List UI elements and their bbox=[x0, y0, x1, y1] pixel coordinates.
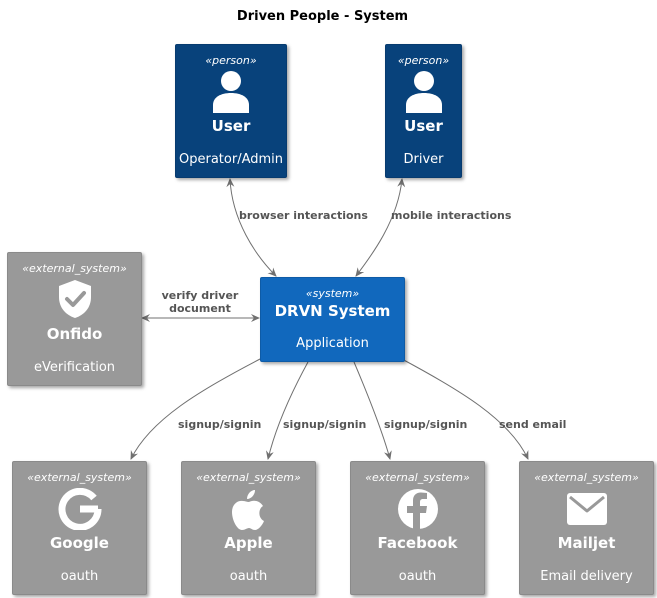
node-drvn-stereotype: «system» bbox=[305, 287, 360, 300]
edge-label-google: signup/signin bbox=[178, 418, 262, 431]
envelope-icon bbox=[566, 493, 607, 525]
node-google[interactable]: «external_system» Google oauth bbox=[12, 461, 147, 595]
node-mailjet-stereotype: «external_system» bbox=[534, 471, 639, 484]
shield-check-icon bbox=[58, 280, 91, 318]
node-admin-description: Operator/Admin bbox=[179, 152, 283, 167]
edge-drvn-google bbox=[130, 357, 263, 460]
node-apple-stereotype: «external_system» bbox=[196, 471, 301, 484]
facebook-icon bbox=[397, 489, 438, 530]
node-apple-description: oauth bbox=[229, 569, 268, 584]
node-drvn-description: Application bbox=[296, 336, 369, 351]
node-facebook[interactable]: «external_system» Facebook oauth bbox=[350, 461, 485, 595]
diagram-title: Driven People - System bbox=[236, 9, 409, 24]
node-facebook-stereotype: «external_system» bbox=[365, 471, 470, 484]
node-driver-name: User bbox=[404, 117, 443, 135]
node-google-description: oauth bbox=[60, 569, 99, 584]
node-admin-stereotype: «person» bbox=[205, 54, 257, 67]
edge-label-verify-line1: verify driver bbox=[161, 289, 239, 302]
apple-icon bbox=[231, 490, 264, 530]
person-icon bbox=[405, 71, 442, 113]
node-driver-stereotype: «person» bbox=[397, 54, 450, 67]
node-onfido[interactable]: «external_system» Onfido eVerification bbox=[7, 252, 142, 386]
node-google-name: Google bbox=[50, 534, 109, 552]
edge-drvn-facebook bbox=[353, 361, 392, 460]
node-admin[interactable]: «person» User Operator/Admin bbox=[175, 44, 287, 178]
person-icon bbox=[213, 71, 249, 113]
node-mailjet-description: Email delivery bbox=[540, 569, 633, 584]
edge-label-mobile: mobile interactions bbox=[391, 209, 512, 222]
node-apple-name: Apple bbox=[224, 534, 273, 552]
node-apple[interactable]: «external_system» Apple oauth bbox=[181, 461, 316, 595]
edge-label-verify-line2: document bbox=[169, 302, 231, 315]
edge-label-mailjet: send email bbox=[499, 418, 567, 431]
edge-label-verify: verify driver document bbox=[150, 289, 250, 315]
edge-drvn-mailjet bbox=[399, 357, 529, 460]
node-mailjet[interactable]: «external_system» Mailjet Email delivery bbox=[519, 461, 654, 595]
edge-driver-drvn bbox=[355, 178, 406, 277]
node-facebook-name: Facebook bbox=[377, 534, 458, 552]
node-admin-name: User bbox=[211, 117, 251, 135]
node-onfido-stereotype: «external_system» bbox=[22, 262, 127, 275]
edge-drvn-apple bbox=[265, 361, 309, 460]
edge-label-browser: browser interactions bbox=[239, 209, 368, 222]
node-driver-description: Driver bbox=[403, 152, 444, 167]
node-drvn-system[interactable]: «system» DRVN System Application bbox=[260, 277, 405, 362]
node-facebook-description: oauth bbox=[398, 569, 437, 584]
node-drvn-name: DRVN System bbox=[274, 302, 391, 320]
node-onfido-description: eVerification bbox=[33, 360, 116, 375]
google-icon bbox=[58, 488, 102, 530]
node-google-stereotype: «external_system» bbox=[27, 471, 132, 484]
node-driver[interactable]: «person» User Driver bbox=[385, 44, 462, 178]
edge-label-facebook: signup/signin bbox=[384, 418, 468, 431]
edge-label-apple: signup/signin bbox=[283, 418, 367, 431]
edge-admin-drvn bbox=[226, 178, 277, 277]
node-onfido-name: Onfido bbox=[46, 325, 103, 343]
node-mailjet-name: Mailjet bbox=[557, 534, 616, 552]
